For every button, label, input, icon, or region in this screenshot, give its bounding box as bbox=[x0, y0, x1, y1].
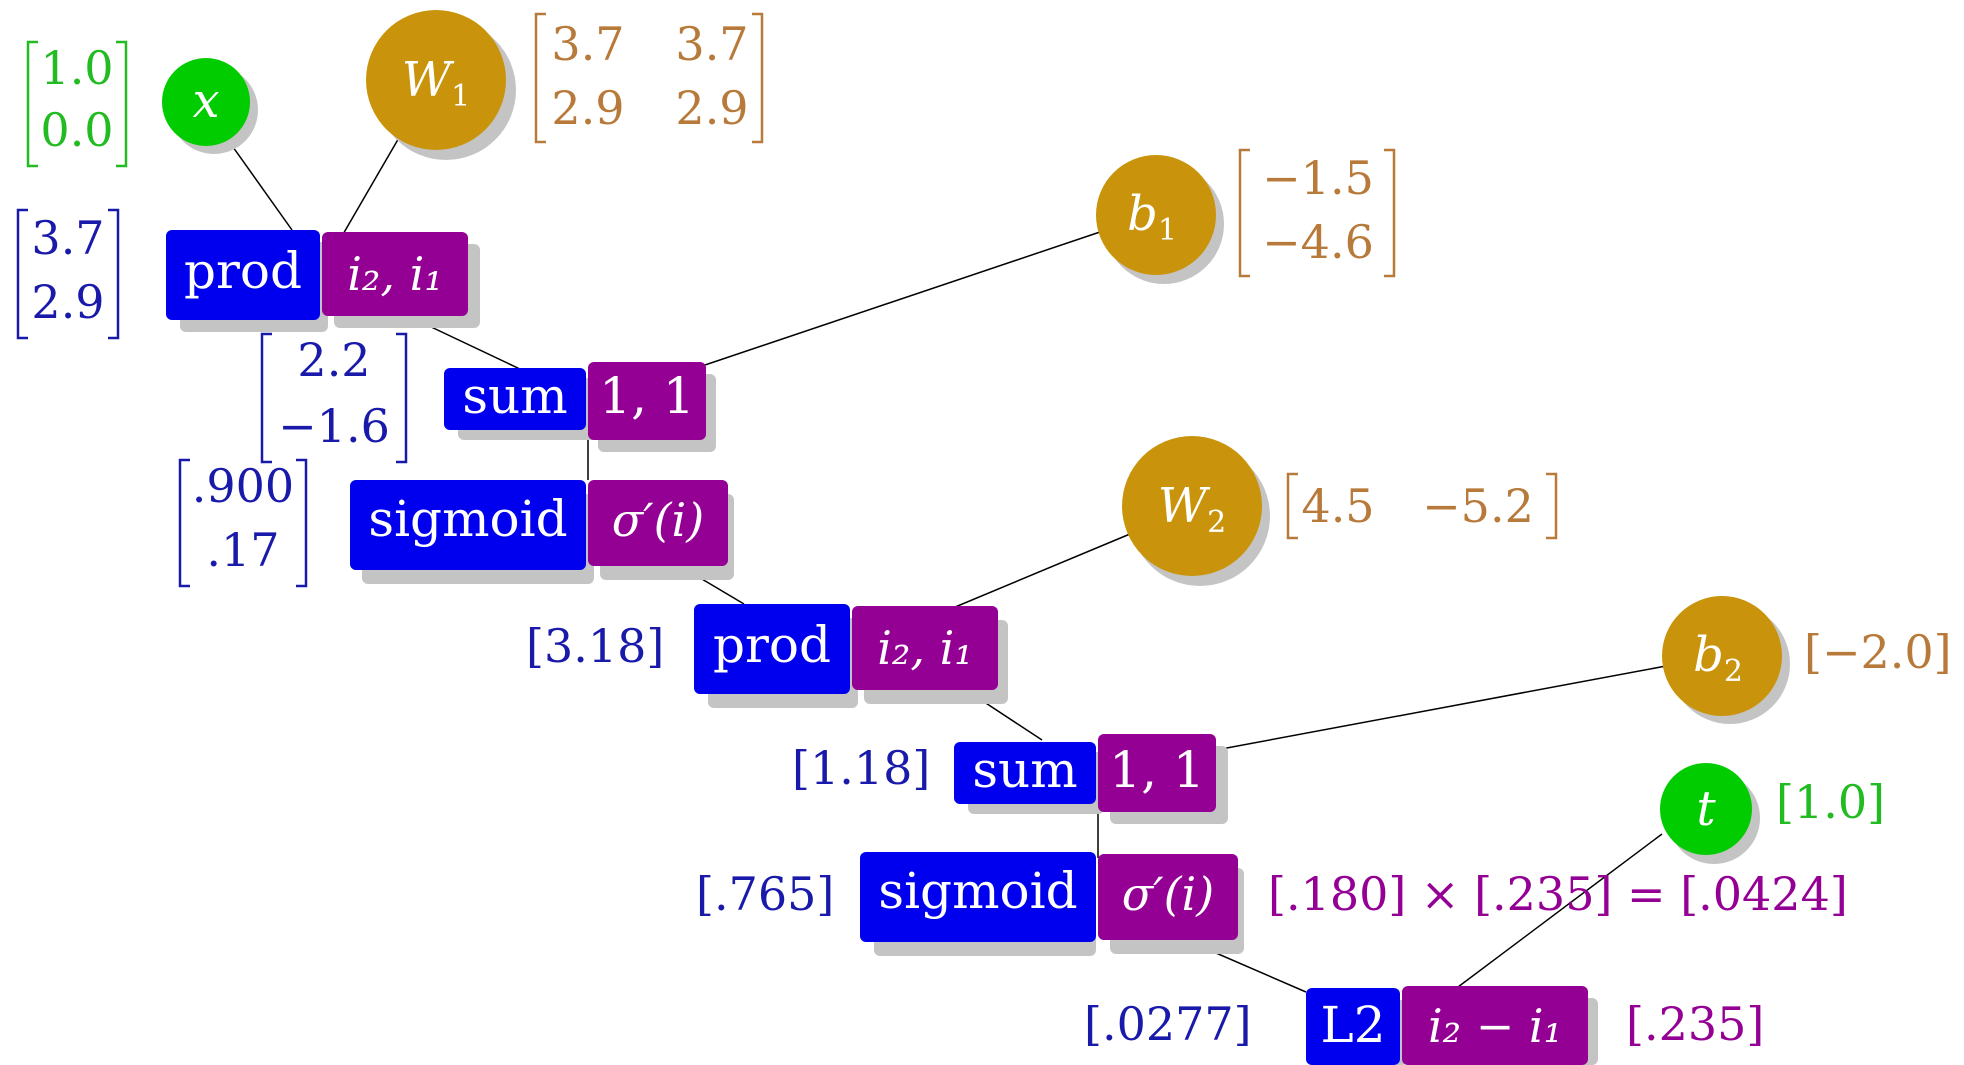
node-x-label: x bbox=[192, 73, 219, 129]
edge-w2-prod2 bbox=[947, 533, 1131, 611]
value-x-row2: 0.0 bbox=[40, 103, 113, 157]
op-sum2-arg: 1, 1 bbox=[1109, 741, 1204, 799]
op-sigmoid1: sigmoid σ′(i) bbox=[350, 480, 734, 584]
value-sum1: 2.2 −1.6 bbox=[260, 332, 408, 464]
svg-text:W1: W1 bbox=[402, 52, 470, 114]
node-x: x bbox=[162, 58, 258, 154]
value-b1-row1: −1.5 bbox=[1262, 151, 1374, 205]
node-w1: W1 bbox=[366, 10, 516, 160]
value-w2-c1: 4.5 bbox=[1301, 479, 1374, 533]
value-sigmoid1: .900 .17 bbox=[178, 458, 308, 588]
svg-text:b1: b1 bbox=[1127, 186, 1177, 248]
op-sigmoid2-label: sigmoid bbox=[878, 862, 1077, 920]
op-sum2: sum 1, 1 bbox=[954, 734, 1228, 824]
op-sigmoid2: sigmoid σ′(i) bbox=[860, 852, 1244, 956]
value-b1: −1.5 −4.6 bbox=[1238, 148, 1396, 278]
value-w2-c2: −5.2 bbox=[1422, 479, 1534, 533]
node-t: t bbox=[1660, 763, 1760, 864]
value-w1-r1c1: 3.7 bbox=[551, 17, 624, 71]
op-prod1-label: prod bbox=[184, 242, 302, 300]
op-sum1-arg: 1, 1 bbox=[599, 367, 694, 425]
value-w1-r2c2: 2.9 bbox=[675, 81, 748, 135]
value-w1-r1c2: 3.7 bbox=[675, 17, 748, 71]
node-w1-label: W bbox=[402, 52, 455, 108]
op-sum2-label: sum bbox=[972, 741, 1077, 799]
op-sigmoid1-label: sigmoid bbox=[368, 490, 567, 548]
svg-text:W2: W2 bbox=[1158, 478, 1226, 540]
op-sigmoid1-arg: σ′(i) bbox=[612, 493, 704, 547]
value-w1: 3.7 3.7 2.9 2.9 bbox=[534, 12, 764, 144]
node-w1-sub: 1 bbox=[451, 79, 470, 114]
op-prod2: prod i₂, i₁ bbox=[694, 604, 1008, 708]
op-l2-label: L2 bbox=[1320, 996, 1385, 1054]
value-l2: [.0277] bbox=[1084, 997, 1252, 1051]
op-prod2-arg: i₂, i₁ bbox=[877, 621, 973, 675]
value-prod1-row1: 3.7 bbox=[31, 211, 104, 265]
value-t: [1.0] bbox=[1776, 775, 1885, 829]
node-t-label: t bbox=[1696, 781, 1716, 837]
node-b1-sub: 1 bbox=[1158, 213, 1177, 248]
value-sum2: [1.18] bbox=[792, 741, 930, 795]
value-sum1-row2: −1.6 bbox=[278, 399, 390, 453]
value-sigmoid2: [.765] bbox=[696, 867, 834, 921]
value-x: 1.0 0.0 bbox=[26, 40, 128, 168]
edge-w1-prod1 bbox=[341, 135, 401, 237]
value-prod1-row2: 2.9 bbox=[31, 275, 104, 329]
op-prod1: prod i₂, i₁ bbox=[166, 230, 480, 332]
node-b2-sub: 2 bbox=[1724, 654, 1743, 689]
svg-text:b2: b2 bbox=[1693, 627, 1743, 689]
op-l2-arg: i₂ − i₁ bbox=[1428, 999, 1562, 1053]
value-w1-r2c1: 2.9 bbox=[551, 81, 624, 135]
node-w2-label: W bbox=[1158, 478, 1211, 534]
edge-t-l2 bbox=[1453, 833, 1663, 991]
value-b2: [−2.0] bbox=[1804, 625, 1952, 679]
value-prod2: [3.18] bbox=[526, 619, 664, 673]
op-l2: L2 i₂ − i₁ bbox=[1306, 986, 1598, 1065]
value-w2: 4.5 −5.2 bbox=[1286, 472, 1558, 540]
op-prod2-label: prod bbox=[713, 616, 831, 674]
value-b1-row2: −4.6 bbox=[1262, 215, 1374, 269]
op-sigmoid2-arg: σ′(i) bbox=[1122, 867, 1214, 921]
op-sum1-label: sum bbox=[462, 367, 567, 425]
node-b2-label: b bbox=[1693, 627, 1724, 683]
value-prod1: 3.7 2.9 bbox=[16, 208, 120, 340]
edge-x-prod1 bbox=[227, 139, 293, 231]
op-prod1-arg: i₂, i₁ bbox=[347, 247, 443, 301]
node-b1-label: b bbox=[1127, 186, 1158, 242]
value-sum1-row1: 2.2 bbox=[297, 333, 370, 387]
node-w2: W2 bbox=[1122, 436, 1270, 586]
value-sigmoid1-row1: .900 bbox=[192, 459, 294, 513]
node-b1: b1 bbox=[1096, 155, 1224, 284]
value-x-row1: 1.0 bbox=[40, 41, 113, 95]
edge-b2-sum2 bbox=[1215, 665, 1667, 751]
gradient-l2: [.235] bbox=[1626, 997, 1764, 1051]
op-sum1: sum 1, 1 bbox=[444, 362, 716, 452]
value-sigmoid1-row2: .17 bbox=[206, 523, 279, 577]
node-w2-sub: 2 bbox=[1207, 505, 1226, 540]
node-b2: b2 bbox=[1662, 596, 1790, 724]
edge-b1-sum1 bbox=[701, 231, 1101, 367]
gradient-sigmoid2: [.180] × [.235] = [.0424] bbox=[1268, 867, 1848, 921]
